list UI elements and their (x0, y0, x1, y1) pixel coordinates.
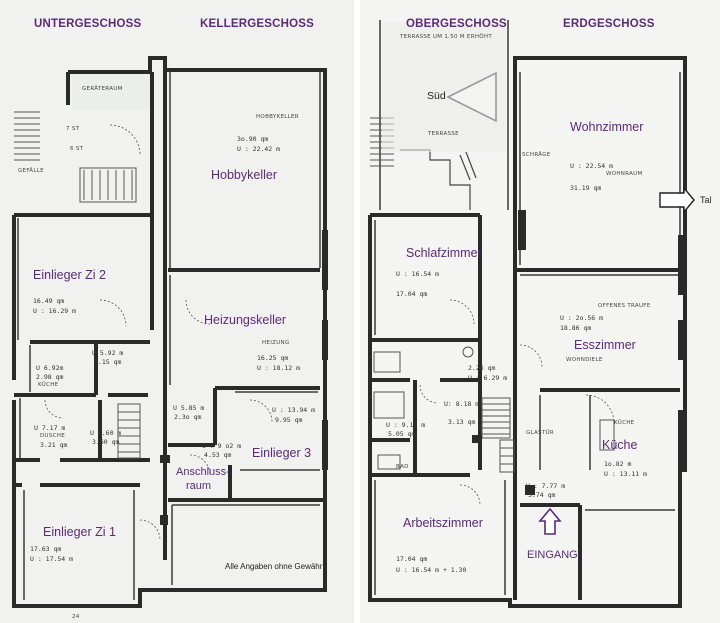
hobby-area: 3o.90 qm (237, 135, 269, 143)
k-perimeter: U : 13.11 m (604, 470, 648, 478)
label-geraeteraum: GERÄTERAUM (82, 86, 123, 92)
offenes-traufe: OFFENES TRAUFE (598, 303, 651, 309)
page-number: 24 (72, 614, 80, 620)
flur-area: 3.60 qm (92, 438, 120, 446)
hobby-perimeter: U : 22.42 m (237, 145, 281, 153)
e-area: 3.74 qm (528, 491, 556, 499)
wohn-perimeter: U : 22.54 m (570, 162, 614, 170)
header-erdgeschoss: ERDGESCHOSS (563, 18, 655, 30)
room-einlieger-3: Einlieger 3 (252, 446, 312, 460)
zi2-area: 16.49 qm (33, 297, 65, 305)
terrasse: TERRASSE (428, 131, 459, 137)
room-wohnzimmer: Wohnzimmer (570, 120, 644, 134)
tal-arrow-icon (659, 186, 695, 214)
arb-area: 17.04 qm (396, 555, 428, 563)
heiz-perimeter: U : 18.12 m (257, 364, 301, 372)
room-hobbykeller: Hobbykeller (211, 168, 278, 182)
glastuer: GLASTÜR (526, 430, 555, 436)
room-esszimmer: Esszimmer (574, 338, 636, 352)
ansch-perimeter: U : 9 o2 m (202, 442, 242, 450)
flur-perimeter: U 8.60 m (90, 429, 122, 437)
u585: U 5.85 m (173, 404, 205, 412)
wohndiele: WOHNDIELE (566, 357, 603, 363)
room-schlafzimmer: Schlafzimmer (406, 246, 482, 260)
marker-sued: Süd (427, 90, 446, 102)
header-obergeschoss: OBERGESCHOSS (406, 18, 507, 30)
room-anschlussraum-line2: raum (186, 480, 212, 492)
stairs-6st: 6 ST (70, 146, 84, 152)
zi1-area: 17.63 qm (30, 545, 62, 553)
a230: 2.3o qm (174, 413, 202, 421)
ess-area: 18.86 qm (560, 324, 592, 332)
bad: BAD (396, 464, 409, 470)
kl-area: 2.98 qm (36, 373, 64, 381)
c6: 5.05 qm (388, 430, 416, 438)
c5: U : 9.17 m (386, 421, 426, 429)
marker-tal: Tal (700, 195, 712, 205)
lower-floor-walls (12, 56, 328, 608)
schraege: SCHRÄGE (522, 152, 551, 158)
ansch-area: 4.53 qm (204, 451, 232, 459)
c3: U: 8.18 m (444, 400, 480, 408)
k-area: 1o.82 m (604, 460, 632, 468)
gefaelle: GEFÄLLE (18, 168, 44, 174)
zi2-perimeter: U : 16.29 m (33, 307, 77, 315)
e-perimeter: U : 7.77 m (526, 482, 566, 490)
floor-plan-lower: UNTERGESCHOSS KELLERGESCHOSS Hobbykeller… (0, 0, 354, 623)
upper-floor-walls (368, 20, 695, 608)
label-hobbykeller-caps: HOBBYKELLER (256, 114, 299, 120)
ess-perimeter: U : 2o.56 m (560, 314, 604, 322)
dusche-area: 3.21 qm (40, 441, 68, 449)
schlaf-perimeter: U : 16.54 m (396, 270, 440, 278)
room-anschlussraum-line1: Anschluss- (176, 466, 230, 478)
arb-perimeter: U : 16.54 m + 1.30 (396, 566, 467, 574)
floor-plan-upper: OBERGESCHOSS ERDGESCHOSS Wohnzimmer Schl… (360, 0, 720, 623)
terrasse-top: TERRASSE UM 1.50 M ERHÖHT (400, 34, 492, 40)
room-einlieger-zi-1: Einlieger Zi 1 (43, 525, 116, 539)
wohnraum: WOHNRAUM (606, 171, 643, 177)
kl-perimeter: U 6.92m (36, 364, 64, 372)
header-untergeschoss: UNTERGESCHOSS (34, 18, 142, 30)
label-heizung-caps: HEIZUNG (262, 340, 290, 346)
heiz-area: 16.25 qm (257, 354, 289, 362)
mid-area: 2.15 qm (94, 358, 122, 366)
stairs-7st: 7 ST (66, 126, 80, 132)
room-arbeitszimmer: Arbeitszimmer (403, 516, 483, 530)
mid-perimeter: U 5.92 m (92, 349, 124, 357)
wohn-area: 31.19 qm (570, 184, 602, 192)
u1394: U : 13.94 m (272, 406, 316, 414)
schlaf-area: 17.04 qm (396, 290, 428, 298)
c2: U : 6.29 m (468, 374, 508, 382)
c4: 3.13 qm (448, 418, 476, 426)
kl-label: KÜCHE (38, 382, 59, 388)
marker-eingang: EINGANG (527, 549, 578, 561)
eingang-arrow-icon (538, 507, 562, 535)
room-einlieger-zi-2: Einlieger Zi 2 (33, 268, 106, 282)
kueche-caps: KÜCHE (614, 420, 635, 426)
header-kellergeschoss: KELLERGESCHOSS (200, 18, 314, 30)
dusche-perimeter: U 7.17 m (34, 424, 66, 432)
zi1-perimeter: U : 17.54 m (30, 555, 74, 563)
a995: 9.95 qm (275, 416, 303, 424)
room-kueche: Küche (602, 438, 638, 452)
disclaimer-note: Alle Angaben ohne Gewähr! (225, 562, 325, 571)
dusche-label: DUSCHE (40, 433, 66, 439)
c1: 2.26 qm (468, 364, 496, 372)
room-heizungskeller: Heizungskeller (204, 313, 286, 327)
